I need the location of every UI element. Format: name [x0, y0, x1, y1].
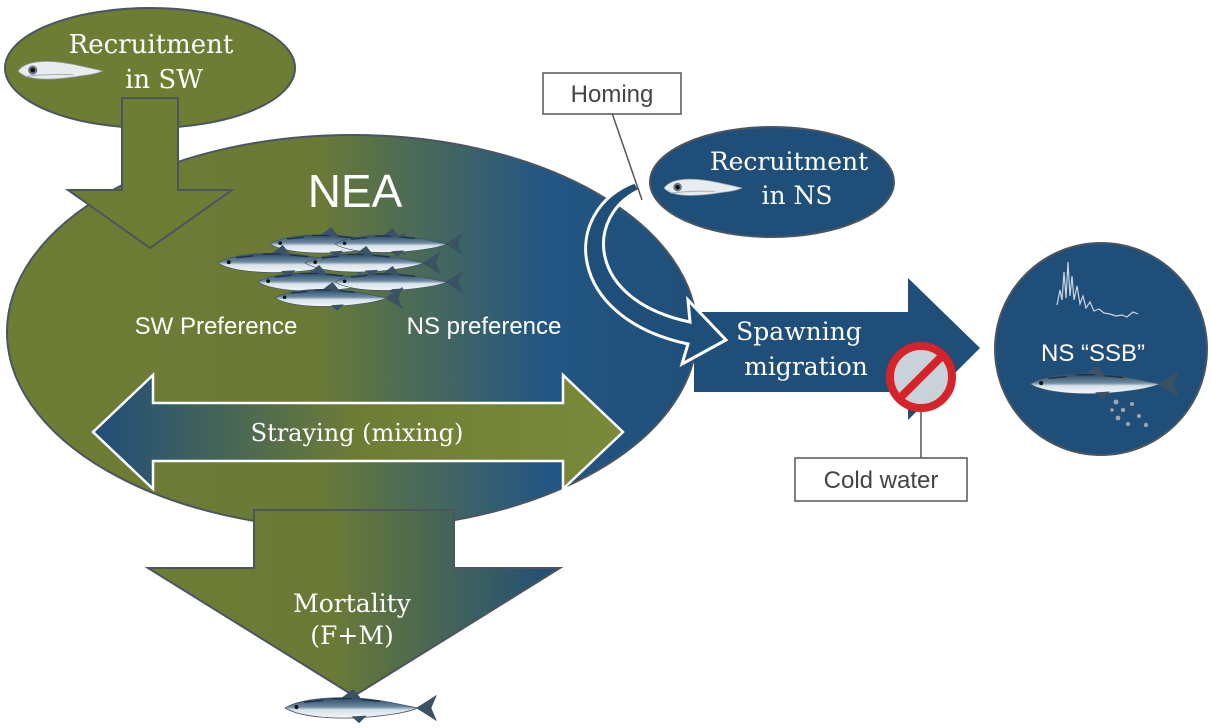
straying-label: Straying (mixing)	[251, 419, 464, 447]
recruitment-sw-label-line2: in SW	[125, 65, 203, 95]
sw-preference-label: SW Preference	[135, 313, 298, 340]
mackerel-icon	[284, 688, 438, 724]
homing-label: Homing	[571, 81, 654, 108]
cold-water-label: Cold water	[824, 467, 939, 494]
prohibition-sign-icon	[886, 342, 956, 412]
cold-water-box	[794, 457, 968, 502]
recruitment-ns-bubble	[649, 126, 895, 238]
nea-title: NEA	[308, 165, 403, 217]
ns-ssb-label: NS “SSB”	[1041, 340, 1145, 367]
ns-ssb-circle	[994, 242, 1208, 456]
ns-preference-label: NS preference	[407, 313, 562, 340]
mortality-arrow	[144, 509, 564, 698]
homing-box	[542, 72, 682, 115]
recruitment-sw-arrow	[64, 97, 236, 250]
spawning-migration-label-line2: migration	[744, 352, 868, 381]
homing-callout-line	[611, 112, 643, 201]
recruitment-sw-label-line1: Recruitment	[69, 30, 234, 60]
eggs-icon	[1110, 399, 1149, 428]
recruitment-ns-label-line2: in NS	[761, 181, 832, 210]
ssb-timeseries-icon	[1056, 261, 1139, 318]
mortality-label-line2: (F+M)	[310, 621, 393, 650]
straying-arrow	[91, 372, 625, 492]
spawning-migration-label-line1: Spawning	[736, 317, 862, 346]
mortality-label-line1: Mortality	[293, 589, 412, 618]
homing-arrow	[584, 180, 729, 368]
recruitment-ns-label-line1: Recruitment	[710, 147, 868, 176]
